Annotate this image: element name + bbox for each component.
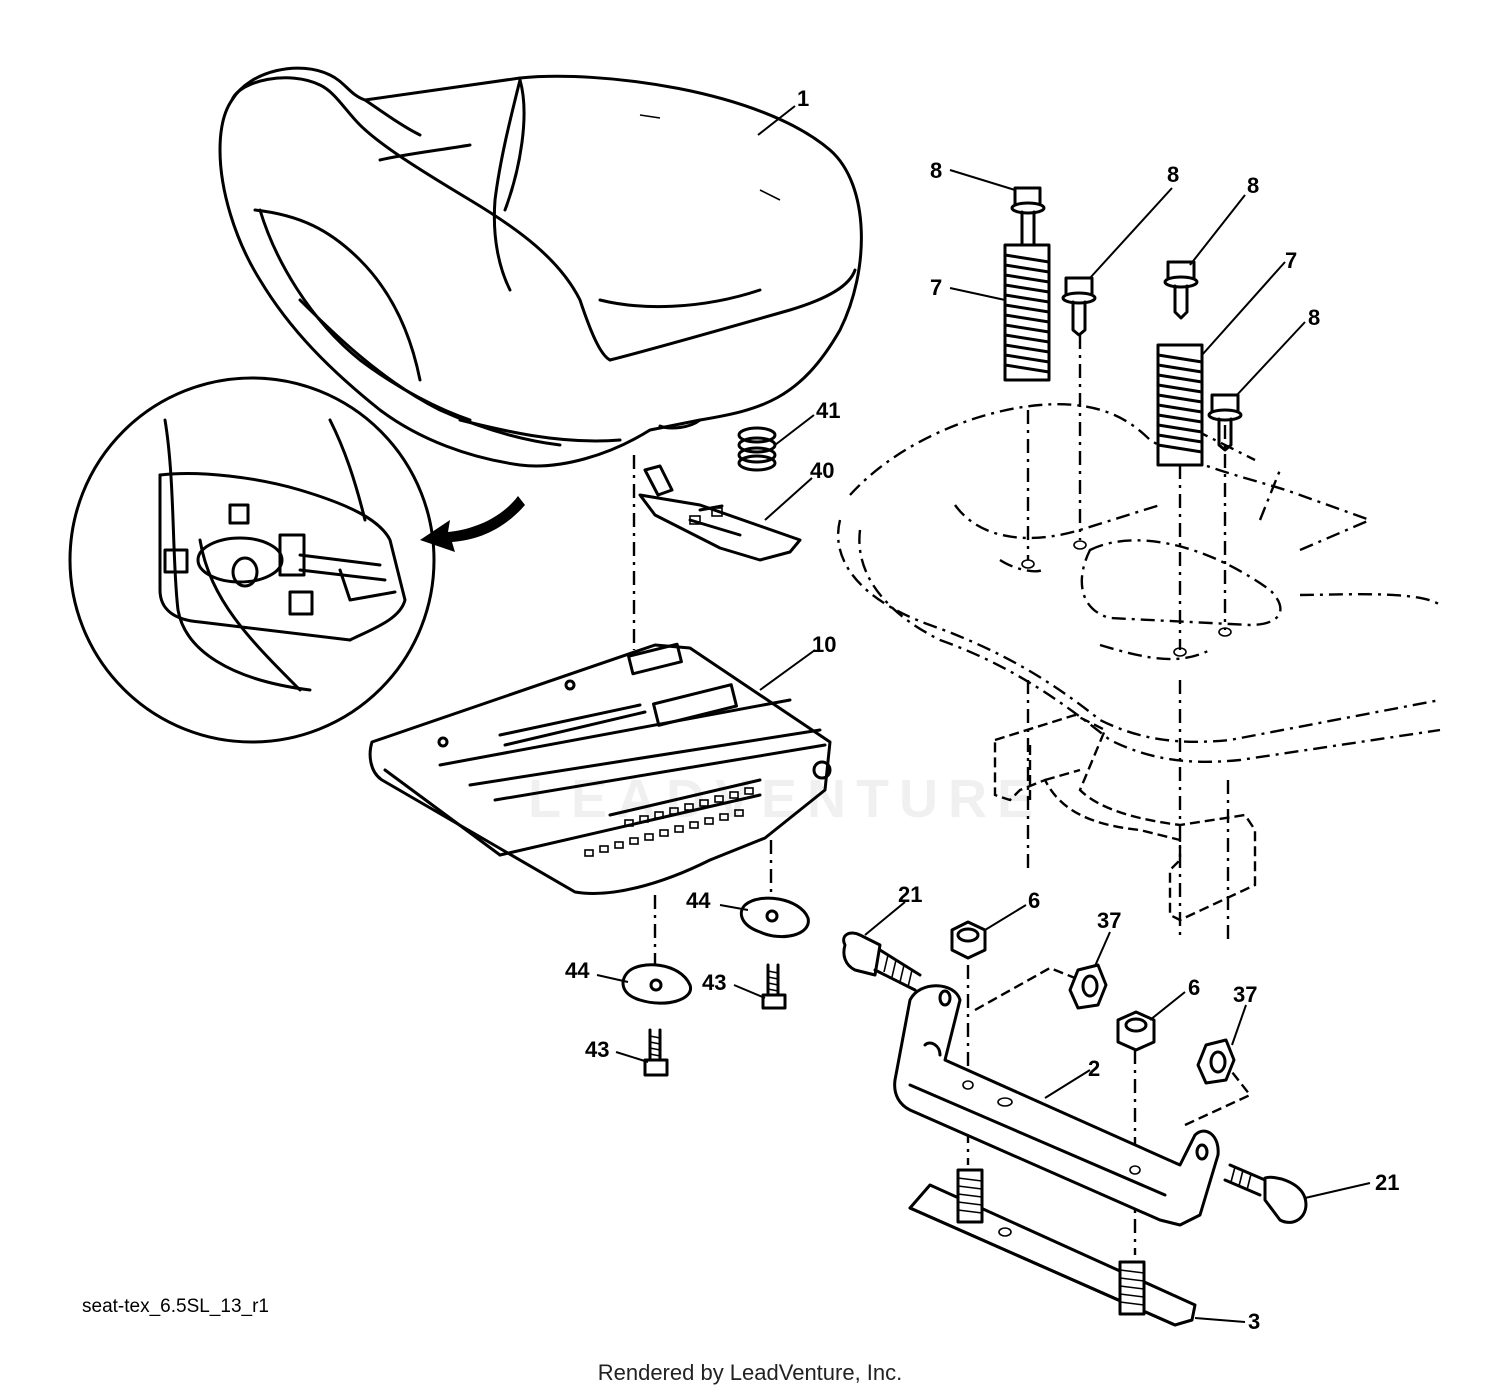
drawing-code: seat-tex_6.5SL_13_r1 [82, 1296, 269, 1317]
callout-21: 21 [1375, 1170, 1399, 1195]
detail-magnified-view [68, 376, 436, 744]
callout-2: 2 [1088, 1056, 1100, 1081]
washer-44-right [739, 896, 810, 939]
callout-37: 37 [1097, 908, 1121, 933]
callout-7: 7 [930, 275, 942, 300]
bolt-8-c [1163, 260, 1199, 320]
adjust-slots [584, 787, 754, 857]
callout-8: 8 [1247, 173, 1259, 198]
callout-41: 41 [816, 398, 840, 423]
callout-37: 37 [1233, 982, 1257, 1007]
callout-6: 6 [1028, 888, 1040, 913]
plate-3 [908, 1168, 1197, 1327]
bolt-8-b [1061, 276, 1097, 337]
washer-44-left [621, 963, 692, 1005]
callout-8: 8 [1308, 305, 1320, 330]
callout-43: 43 [702, 970, 726, 995]
callout-3: 3 [1248, 1309, 1260, 1334]
nut-37-bottom [1196, 1038, 1236, 1085]
spring-7-left [1003, 243, 1051, 382]
callout-6: 6 [1188, 975, 1200, 1000]
seat-pan-10 [368, 642, 832, 895]
bracket-2 [893, 984, 1220, 1227]
callout-43: 43 [585, 1037, 609, 1062]
leader-lines [596, 105, 1371, 1323]
watermark: LEADVENTURE [528, 769, 1044, 829]
callouts: 1 8 8 8 7 7 8 41 40 10 21 6 37 44 44 43 … [565, 86, 1399, 1334]
callout-40: 40 [810, 458, 834, 483]
bolt-43-left [643, 1028, 669, 1077]
nut-37-top [1068, 963, 1108, 1010]
bolt-8-d [1207, 393, 1243, 452]
callout-1: 1 [797, 86, 809, 111]
callout-8: 8 [930, 158, 942, 183]
nut-6-top [950, 920, 987, 960]
callout-44: 44 [686, 888, 711, 913]
fender-phantom [837, 403, 1441, 763]
detail-arrow [420, 496, 525, 552]
seat [218, 66, 863, 468]
callout-21: 21 [898, 882, 922, 907]
bracket-phantom [993, 713, 1257, 922]
clip-40 [638, 464, 802, 562]
spring-41 [737, 426, 777, 472]
spring-7-right [1156, 343, 1204, 467]
rendered-by-footer: Rendered by LeadVenture, Inc. [597, 1360, 903, 1385]
nut-6-bottom [1116, 1010, 1156, 1052]
bolt-21-right [1223, 1163, 1308, 1224]
bolt-8-a [1010, 186, 1046, 247]
bolt-43-right [761, 963, 787, 1010]
callout-10: 10 [812, 632, 836, 657]
callout-44: 44 [565, 958, 590, 983]
bolt-21-left [842, 931, 922, 992]
callout-7: 7 [1285, 248, 1297, 273]
callout-8: 8 [1167, 162, 1179, 187]
